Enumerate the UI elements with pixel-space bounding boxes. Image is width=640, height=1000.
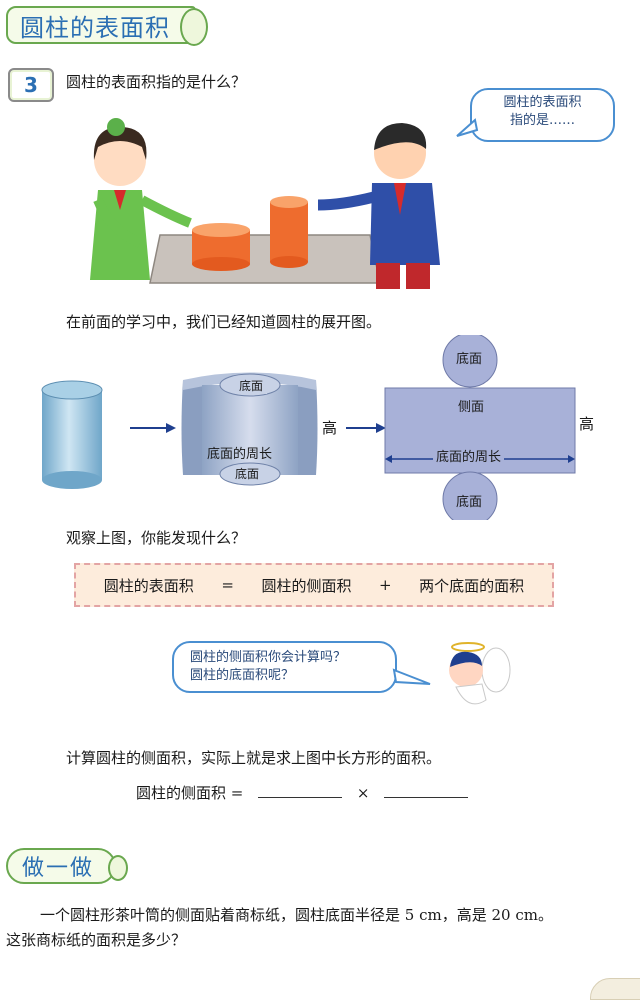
open-circumference-label: 底面的周长 bbox=[207, 447, 273, 462]
calc-text: 计算圆柱的侧面积，实际上就是求上图中长方形的面积。 bbox=[66, 749, 442, 767]
unfold-diagram bbox=[41, 335, 576, 520]
net-circumference-label: 底面的周长 bbox=[433, 448, 505, 468]
blank-2 bbox=[384, 783, 469, 798]
practice-line-1: 一个圆柱形茶叶筒的侧面贴着商标纸，圆柱底面半径是 5 cm，高是 20 cm。 bbox=[40, 906, 553, 924]
formula-plus: + bbox=[379, 576, 392, 594]
table-shape bbox=[149, 234, 381, 284]
times-sign: × bbox=[356, 784, 370, 802]
formula-bases: 两个底面的面积 bbox=[419, 576, 525, 595]
surface-area-formula: 圆柱的表面积 = 圆柱的侧面积 + 两个底面的面积 bbox=[74, 563, 554, 607]
angel-bubble-line-2: 圆柱的底面积呢？ bbox=[190, 668, 295, 683]
example-number: 3 bbox=[24, 73, 38, 97]
practice-title-text: 做一做 bbox=[22, 856, 95, 881]
open-base-bottom-label: 底面 bbox=[235, 467, 260, 481]
example-number-badge: 3 bbox=[8, 68, 54, 102]
example-question: 圆柱的表面积指的是什么？ bbox=[66, 73, 247, 91]
net-base-top-label: 底面 bbox=[456, 352, 483, 367]
short-cylinder-shape bbox=[192, 223, 250, 271]
practice-line-2: 这张商标纸的面积是多少？ bbox=[6, 931, 187, 949]
scroll-decoration bbox=[180, 8, 208, 46]
formula-lateral: 圆柱的侧面积 bbox=[261, 576, 352, 595]
arrow-1-shape bbox=[130, 423, 176, 433]
angel-speech-bubble: 圆柱的侧面积你会计算吗？ 圆柱的底面积呢？ bbox=[172, 641, 397, 693]
angel-icon bbox=[449, 642, 511, 705]
intro-text: 在前面的学习中，我们已经知道圆柱的展开图。 bbox=[66, 313, 382, 331]
boy-bubble-line-2: 指的是…… bbox=[509, 113, 575, 128]
boy-speech-bubble: 圆柱的表面积 指的是…… bbox=[470, 88, 615, 142]
cylinder-solid-shape bbox=[41, 380, 103, 489]
page-corner-decoration bbox=[590, 978, 640, 1000]
lateral-formula-label: 圆柱的侧面积 = bbox=[136, 784, 244, 802]
lateral-area-formula: 圆柱的侧面积 = × bbox=[136, 783, 469, 803]
observe-text: 观察上图，你能发现什么？ bbox=[66, 529, 247, 547]
formula-lhs: 圆柱的表面积 bbox=[103, 576, 194, 595]
angel-bubble-line-1: 圆柱的侧面积你会计算吗？ bbox=[190, 650, 347, 665]
net-base-bottom-label: 底面 bbox=[456, 495, 483, 510]
practice-title: 做一做 bbox=[6, 848, 116, 884]
section-title-text: 圆柱的表面积 bbox=[20, 13, 170, 42]
net-height-label: 高 bbox=[579, 415, 595, 433]
boy-bubble-tail bbox=[456, 118, 479, 137]
boy-bubble-line-1: 圆柱的表面积 bbox=[503, 95, 582, 110]
girl-figure bbox=[90, 118, 192, 280]
blank-1 bbox=[258, 783, 343, 798]
section-title: 圆柱的表面积 bbox=[6, 6, 196, 44]
boy-figure bbox=[317, 123, 440, 289]
open-height-label: 高 bbox=[322, 419, 338, 437]
practice-scroll-decoration bbox=[108, 855, 128, 881]
arrow-2-shape bbox=[346, 423, 386, 433]
kids-illustration bbox=[90, 118, 440, 289]
tall-cylinder-shape bbox=[270, 196, 308, 268]
angel-bubble-tail bbox=[392, 668, 431, 685]
formula-equals: = bbox=[221, 576, 234, 594]
open-base-top-label: 底面 bbox=[235, 378, 268, 394]
net-side-label: 侧面 bbox=[458, 400, 485, 415]
cylinder-open-shape bbox=[181, 372, 318, 486]
